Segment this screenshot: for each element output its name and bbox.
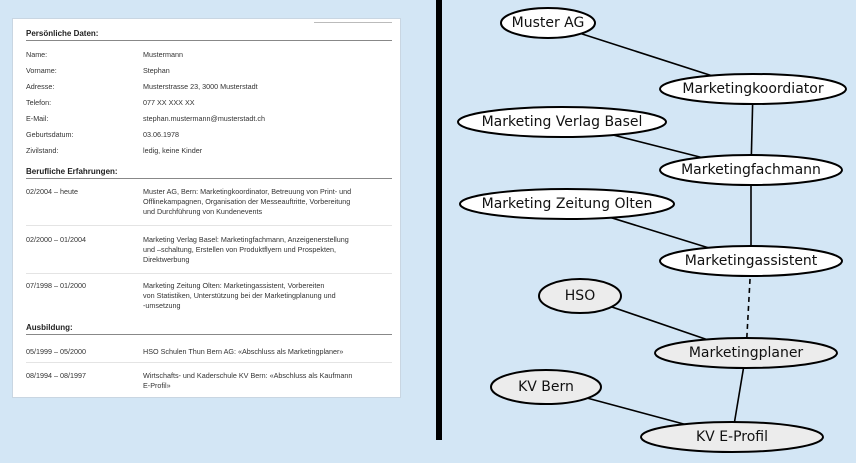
field-label: Zivilstand: <box>26 146 59 155</box>
field-value: Musterstrasse 23, 3000 Musterstadt <box>143 82 258 91</box>
description-line: Marketing Zeitung Olten: Marketingassist… <box>143 281 325 290</box>
node-kv-bern: KV Bern <box>490 369 602 405</box>
date-range: 07/1998 – 01/2000 <box>26 281 86 290</box>
document-tab-edge <box>314 19 392 23</box>
node-label: Muster AG <box>512 15 585 31</box>
description-line: von Statistiken, Unterstützung bei der M… <box>143 291 336 300</box>
row-separator <box>26 273 392 274</box>
field-label: Adresse: <box>26 82 55 91</box>
education-description: Wirtschafts- und Kaderschule KV Bern: «A… <box>143 371 393 391</box>
description-line: Direktwerbung <box>143 255 190 264</box>
experience-description: Marketing Verlag Basel: Marketingfachman… <box>143 235 393 265</box>
node-label: KV E-Profil <box>696 429 768 445</box>
section-experience-heading: Berufliche Erfahrungen: <box>26 167 392 179</box>
node-marketingkoordiator: Marketingkoordiator <box>659 73 847 105</box>
field-value: 03.06.1978 <box>143 130 179 139</box>
node-label: Marketingplaner <box>689 345 804 361</box>
node-ellipse <box>538 278 622 314</box>
field-label: Geburtsdatum: <box>26 130 74 139</box>
description-line: Muster AG, Bern: Marketingkoordinator, B… <box>143 187 352 196</box>
date-range: 05/1999 – 05/2000 <box>26 347 86 356</box>
node-label: Marketing Verlag Basel <box>482 114 643 130</box>
node-ellipse <box>640 421 824 453</box>
node-marketing-zeitung-olten: Marketing Zeitung Olten <box>459 188 675 220</box>
node-ellipse <box>659 154 843 186</box>
node-marketing-verlag-basel: Marketing Verlag Basel <box>457 106 667 138</box>
node-ellipse <box>490 369 602 405</box>
node-muster-ag: Muster AG <box>500 7 596 39</box>
field-label: Vorname: <box>26 66 57 75</box>
field-value: 077 XX XXX XX <box>143 98 195 107</box>
date-range: 02/2000 – 01/2004 <box>26 235 86 244</box>
vertical-divider <box>436 0 442 440</box>
section-education-heading: Ausbildung: <box>26 323 392 335</box>
node-ellipse <box>457 106 667 138</box>
node-ellipse <box>500 7 596 39</box>
node-label: HSO <box>565 288 595 304</box>
date-range: 02/2004 – heute <box>26 187 78 196</box>
field-label: E-Mail: <box>26 114 49 123</box>
node-label: Marketingassistent <box>685 253 818 269</box>
description-line: HSO Schulen Thun Bern AG: «Abschluss als… <box>143 347 344 356</box>
cv-document: Persönliche Daten: Name: Mustermann Vorn… <box>13 19 400 397</box>
description-line: Offlinekampagnen, Organisation der Messe… <box>143 197 351 206</box>
node-marketingfachmann: Marketingfachmann <box>659 154 843 186</box>
node-ellipse <box>659 245 843 277</box>
description-line: Marketing Verlag Basel: Marketingfachman… <box>143 235 349 244</box>
row-separator <box>26 225 392 226</box>
description-line: und –schaltung, Erstellen von Produktfly… <box>143 245 336 254</box>
field-value: ledig, keine Kinder <box>143 146 203 155</box>
node-label: Marketingkoordiator <box>682 81 823 97</box>
experience-description: Marketing Zeitung Olten: Marketingassist… <box>143 281 393 311</box>
node-label: KV Bern <box>518 379 574 395</box>
node-hso: HSO <box>538 278 622 314</box>
experience-description: Muster AG, Bern: Marketingkoordinator, B… <box>143 187 393 217</box>
node-ellipse <box>659 73 847 105</box>
node-ellipse <box>459 188 675 220</box>
row-separator <box>26 362 392 363</box>
field-value: stephan.mustermann@musterstadt.ch <box>143 114 265 123</box>
description-line: -umsetzung <box>143 301 181 310</box>
description-line: E-Profil» <box>143 381 171 390</box>
node-kv-e-profil: KV E-Profil <box>640 421 824 453</box>
description-line: und Durchführung von Kundenevents <box>143 207 263 216</box>
field-value: Stephan <box>143 66 170 75</box>
section-personal-heading: Persönliche Daten: <box>26 29 392 41</box>
date-range: 08/1994 – 08/1997 <box>26 371 86 380</box>
field-label: Name: <box>26 50 48 59</box>
field-value: Mustermann <box>143 50 183 59</box>
node-label: Marketing Zeitung Olten <box>482 196 653 212</box>
node-label: Marketingfachmann <box>681 162 821 178</box>
field-label: Telefon: <box>26 98 52 107</box>
description-line: Wirtschafts- und Kaderschule KV Bern: «A… <box>143 371 353 380</box>
node-marketingplaner: Marketingplaner <box>654 337 838 369</box>
node-marketingassistent: Marketingassistent <box>659 245 843 277</box>
node-ellipse <box>654 337 838 369</box>
education-description: HSO Schulen Thun Bern AG: «Abschluss als… <box>143 347 393 357</box>
